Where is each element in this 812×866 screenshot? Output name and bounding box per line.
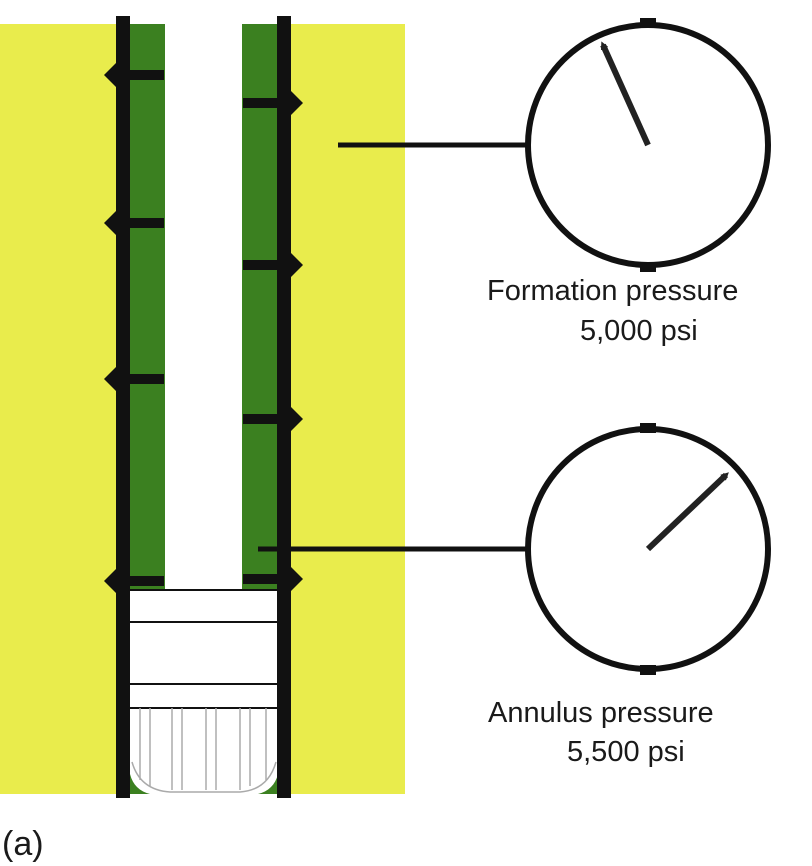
annulus-gauge-needle <box>645 472 729 552</box>
lower-completion <box>130 589 278 794</box>
annulus-gauge-title: Annulus pressure <box>488 697 714 729</box>
formation-gauge-title: Formation pressure <box>487 275 738 307</box>
formation-pressure-gauge <box>525 18 771 272</box>
annulus-gauge-value: 5,500 psi <box>567 736 685 768</box>
annulus-pressure-gauge <box>525 423 771 675</box>
centralizers-right <box>243 91 303 591</box>
formation-gauge-value: 5,000 psi <box>580 315 698 347</box>
casing-wall-left <box>116 16 130 798</box>
formation-gauge-needle <box>600 41 651 147</box>
panel-label: (a) <box>2 825 44 863</box>
wellbore <box>165 24 242 590</box>
centralizers-left <box>104 63 164 593</box>
casing-wall-right <box>277 16 291 798</box>
